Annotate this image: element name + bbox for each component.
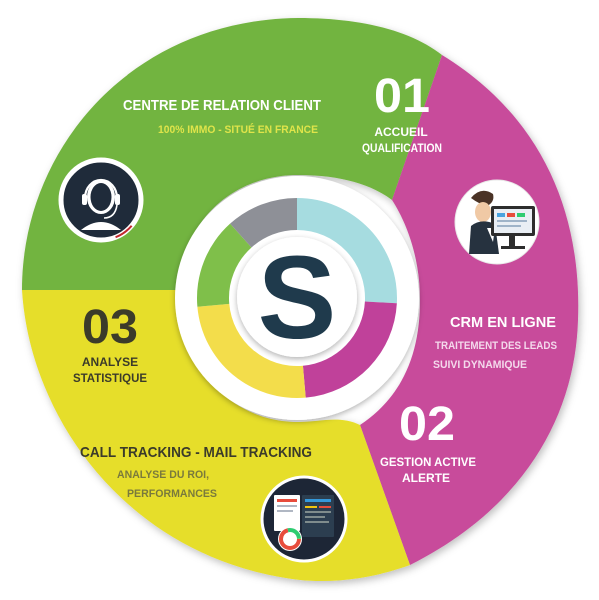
step-number-01: 01 xyxy=(374,70,430,123)
donut-green xyxy=(197,223,252,307)
crm-sub-suivi: SUIVI DYNAMIQUE xyxy=(433,359,527,371)
step-label-gestion: GESTION ACTIVE xyxy=(380,455,476,469)
donut-grey xyxy=(230,198,297,248)
step-label-statistique: STATISTIQUE xyxy=(73,371,147,385)
donut-magenta xyxy=(302,301,397,398)
crm-title: CRM EN LIGNE xyxy=(450,314,556,331)
crm-sub-leads: TRAITEMENT DES LEADS xyxy=(435,340,557,352)
segment-magenta xyxy=(360,55,579,565)
step-label-alerte: ALERTE xyxy=(402,471,450,485)
dashboard-icon xyxy=(260,475,348,563)
headset-operator-icon xyxy=(58,157,144,243)
center-circle xyxy=(237,237,357,357)
donut-yellow xyxy=(197,303,306,398)
step-number-02: 02 xyxy=(399,398,455,451)
step-label-accueil: ACCUEIL xyxy=(374,125,427,139)
tracking-sub-performances: PERFORMANCES xyxy=(127,488,217,500)
computer-user-icon xyxy=(454,179,540,265)
relation-client-subtitle: 100% IMMO - SITUÉ EN FRANCE xyxy=(158,123,318,136)
step-label-qualification: QUALIFICATION xyxy=(362,141,442,155)
step-number-03: 03 xyxy=(82,301,138,354)
center-donut xyxy=(197,198,397,398)
tracking-title: CALL TRACKING - MAIL TRACKING xyxy=(80,444,312,461)
donut-teal xyxy=(297,198,397,304)
center-letter: S xyxy=(258,232,337,364)
step-label-analyse: ANALYSE xyxy=(82,355,138,369)
tracking-sub-roi: ANALYSE DU ROI, xyxy=(117,469,209,481)
relation-client-title: CENTRE DE RELATION CLIENT xyxy=(123,97,321,114)
